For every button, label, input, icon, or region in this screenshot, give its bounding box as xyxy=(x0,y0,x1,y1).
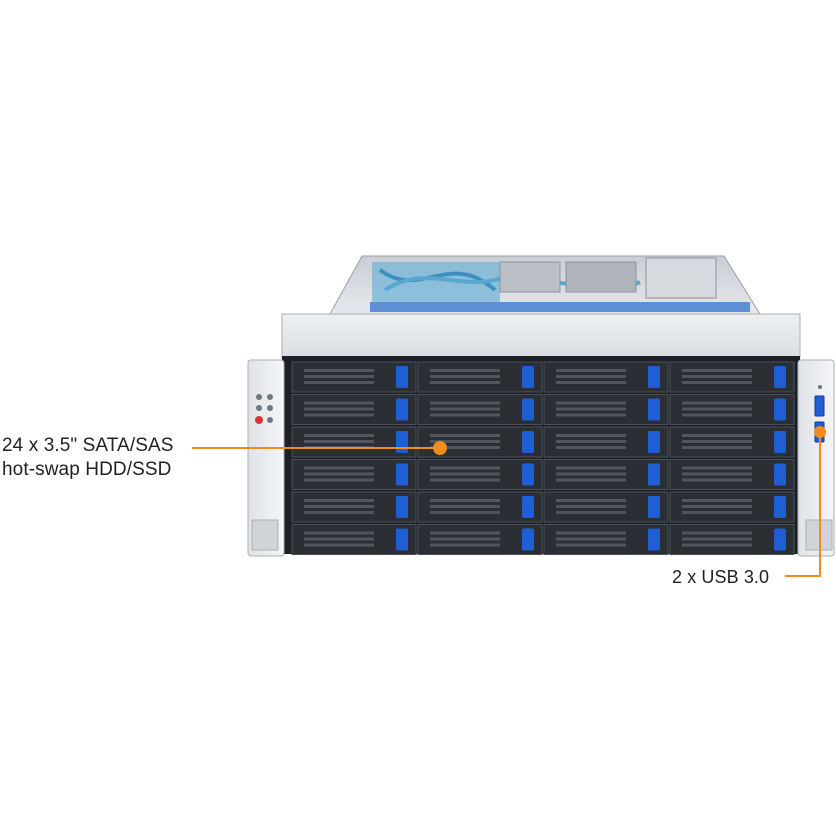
drive-bay-release-tab xyxy=(522,366,534,388)
drive-bay xyxy=(543,524,669,555)
callout-lines xyxy=(192,426,826,577)
drive-bay xyxy=(669,459,795,490)
drive-bay-release-tab xyxy=(648,463,660,486)
drive-bay xyxy=(417,459,543,490)
drive-bay-release-tab xyxy=(396,463,408,486)
drive-bay xyxy=(669,491,795,523)
drive-bay xyxy=(669,394,795,425)
right-rack-ear xyxy=(797,359,835,557)
drive-bays-callout-line1: 24 x 3.5" SATA/SAS xyxy=(2,435,174,456)
drive-bay-release-tab xyxy=(774,366,786,388)
drive-bay-grid xyxy=(291,361,795,555)
drive-bay xyxy=(543,361,669,393)
drive-bay-release-tab xyxy=(522,463,534,486)
drive-bay xyxy=(417,394,543,425)
drive-bay-release-tab xyxy=(774,463,786,486)
drive-bay-release-tab xyxy=(522,496,534,518)
drive-bay xyxy=(291,394,417,425)
drive-bay-release-tab xyxy=(522,431,534,453)
drive-bay xyxy=(291,426,417,458)
drive-bay-release-tab xyxy=(648,528,660,551)
drive-bay xyxy=(291,361,417,393)
drive-bay-release-tab xyxy=(648,366,660,388)
drive-bays-callout: 24 x 3.5" SATA/SAS hot-swap HDD/SSD xyxy=(2,434,174,482)
drive-bay-release-tab xyxy=(522,398,534,421)
drive-bay xyxy=(417,524,543,555)
drive-bay-release-tab xyxy=(396,366,408,388)
chassis-interior xyxy=(329,255,761,325)
drive-bay-release-tab xyxy=(396,431,408,453)
drive-bay xyxy=(417,491,543,523)
drive-bay xyxy=(669,524,795,555)
drive-bay xyxy=(291,491,417,523)
drive-bay xyxy=(291,459,417,490)
left-rack-ear xyxy=(247,359,285,557)
drive-bay-release-tab xyxy=(774,398,786,421)
drive-bay-release-tab xyxy=(648,398,660,421)
drive-bay-release-tab xyxy=(522,528,534,551)
drive-bay xyxy=(669,426,795,458)
drive-bay-release-tab xyxy=(396,496,408,518)
drive-bay-release-tab xyxy=(648,431,660,453)
drive-bay xyxy=(417,361,543,393)
drive-bay-release-tab xyxy=(774,431,786,453)
drive-bay-release-tab xyxy=(396,528,408,551)
drive-bay xyxy=(669,361,795,393)
drive-bay-release-tab xyxy=(774,528,786,551)
drive-bay xyxy=(543,426,669,458)
drive-bay-release-tab xyxy=(396,398,408,421)
drive-bay xyxy=(291,524,417,555)
drive-bay xyxy=(543,491,669,523)
drive-bays-callout-line2: hot-swap HDD/SSD xyxy=(2,459,172,480)
front-panel-buttons xyxy=(255,394,273,424)
usb-callout: 2 x USB 3.0 xyxy=(672,567,770,587)
drive-bay xyxy=(543,459,669,490)
drive-bay-release-tab xyxy=(774,496,786,518)
drive-bay-release-tab xyxy=(648,496,660,518)
drive-bay xyxy=(543,394,669,425)
